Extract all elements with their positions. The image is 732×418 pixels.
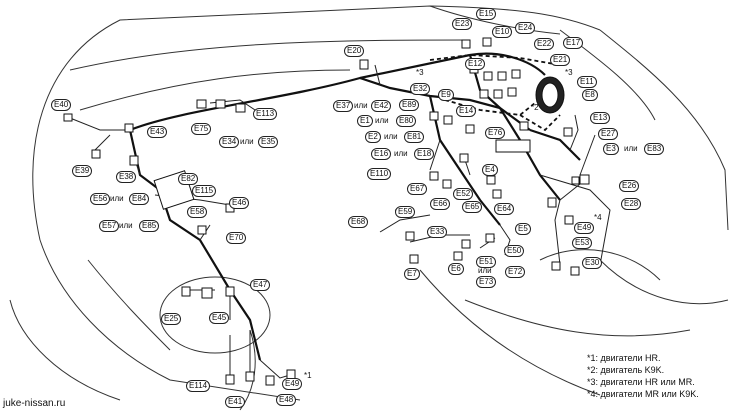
connector-label-e17: E17 (563, 37, 584, 49)
connector-label-e59: E59 (395, 206, 416, 218)
connector-label-e110: E110 (367, 168, 392, 180)
note-1: *1: двигатели HR. (587, 353, 661, 363)
connector-label-e6: E6 (448, 263, 464, 275)
connector-label-e75: E75 (191, 123, 212, 135)
or-word: или (624, 144, 638, 153)
connector-label-e53: E53 (572, 237, 593, 249)
connector-label-e68: E68 (348, 216, 369, 228)
note-3: *3: двигатели HR или MR. (587, 377, 695, 387)
connector-label-e58: E58 (187, 206, 208, 218)
note-2: *2: двигатель K9K. (587, 365, 665, 375)
connector-label-e42: E42 (371, 100, 392, 112)
connector-label-e2: E2 (365, 131, 381, 143)
connector-label-e7: E7 (404, 268, 420, 280)
connector-label-e70: E70 (226, 232, 247, 244)
battery-block (535, 76, 565, 114)
connector-label-e34: E34 (219, 136, 240, 148)
connector-label-e45: E45 (209, 312, 230, 324)
connector-label-e114: E114 (186, 380, 211, 392)
connector-label-e26: E26 (619, 180, 640, 192)
connector-label-e49-bottom: E49 (282, 378, 303, 390)
connector-label-e64: E64 (494, 203, 515, 215)
connector-label-e35: E35 (258, 136, 279, 148)
connector-label-e21: E21 (550, 54, 571, 66)
connector-label-e15: E15 (476, 8, 497, 20)
connector-label-e16: E16 (371, 148, 392, 160)
connector-label-e66: E66 (430, 198, 451, 210)
connector-label-e33: E33 (427, 226, 448, 238)
connector-label-e80: E80 (396, 115, 417, 127)
footnote-marker-3-right: *3 (565, 68, 573, 77)
connector-label-e115: E115 (192, 185, 217, 197)
connector-label-e84: E84 (129, 193, 150, 205)
connector-label-e12: E12 (465, 58, 486, 70)
connector-label-e27: E27 (598, 128, 619, 140)
connector-label-e49-right: E49 (574, 222, 595, 234)
connector-label-e83: E83 (644, 143, 665, 155)
connector-label-e76: E76 (485, 127, 506, 139)
footnote-marker-3-left: *3 (416, 68, 424, 77)
connector-label-e81: E81 (404, 131, 425, 143)
connector-label-e46: E46 (229, 197, 250, 209)
connector-label-e89: E89 (399, 99, 420, 111)
connector-label-e10: E10 (492, 26, 513, 38)
connector-label-e72: E72 (505, 266, 526, 278)
connector-label-e28: E28 (621, 198, 642, 210)
connector-label-e38: E38 (116, 171, 137, 183)
connector-label-e13: E13 (590, 112, 611, 124)
or-word: или (354, 101, 368, 110)
connector-label-e20: E20 (344, 45, 365, 57)
connector-label-e40: E40 (51, 99, 72, 111)
connector-label-e65: E65 (462, 201, 483, 213)
connector-label-e50: E50 (504, 245, 525, 257)
connector-label-e3: E3 (603, 143, 619, 155)
connector-label-e1: E1 (357, 115, 373, 127)
or-word: или (110, 194, 124, 203)
footnote-marker-2: *2 (531, 103, 539, 112)
or-word: или (240, 137, 254, 146)
connector-label-e67: E67 (407, 183, 428, 195)
connector-label-e37: E37 (333, 100, 354, 112)
connector-label-e57: E57 (99, 220, 120, 232)
connector-label-e113: E113 (253, 108, 278, 120)
connector-label-e73: E73 (476, 276, 497, 288)
connector-label-e47: E47 (250, 279, 271, 291)
connector-label-e22: E22 (534, 38, 555, 50)
or-word: или (394, 149, 408, 158)
connector-label-e30: E30 (582, 257, 603, 269)
connector-label-e25: E25 (161, 313, 182, 325)
connector-label-e41: E41 (225, 396, 246, 408)
connector-label-e82: E82 (178, 173, 199, 185)
connector-label-e5: E5 (515, 223, 531, 235)
footnote-marker-4: *4 (594, 213, 602, 222)
connector-label-e18: E18 (414, 148, 435, 160)
connector-label-e24: E24 (515, 22, 536, 34)
connector-label-e9: E9 (438, 89, 454, 101)
connector-label-e52: E52 (453, 188, 474, 200)
connector-label-e48: E48 (276, 394, 297, 406)
or-word: или (375, 116, 389, 125)
connector-label-e14: E14 (456, 105, 477, 117)
connector-label-e32: E32 (410, 83, 431, 95)
connector-label-e4: E4 (482, 164, 498, 176)
connector-label-e23: E23 (452, 18, 473, 30)
connector-label-e11: E11 (577, 76, 597, 88)
connector-label-e51: E51 (476, 256, 497, 268)
or-word: или (384, 132, 398, 141)
or-word: или (119, 221, 133, 230)
or-word: или (478, 266, 492, 275)
footnote-marker-1: *1 (304, 371, 312, 380)
connector-label-e39: E39 (72, 165, 93, 177)
connector-label-e85: E85 (139, 220, 160, 232)
connector-label-e43: E43 (147, 126, 168, 138)
connector-label-e56: E56 (90, 193, 111, 205)
watermark: juke-nissan.ru (3, 398, 66, 409)
note-4: *4: двигатели MR или K9K. (587, 389, 699, 399)
connector-label-e8: E8 (582, 89, 598, 101)
